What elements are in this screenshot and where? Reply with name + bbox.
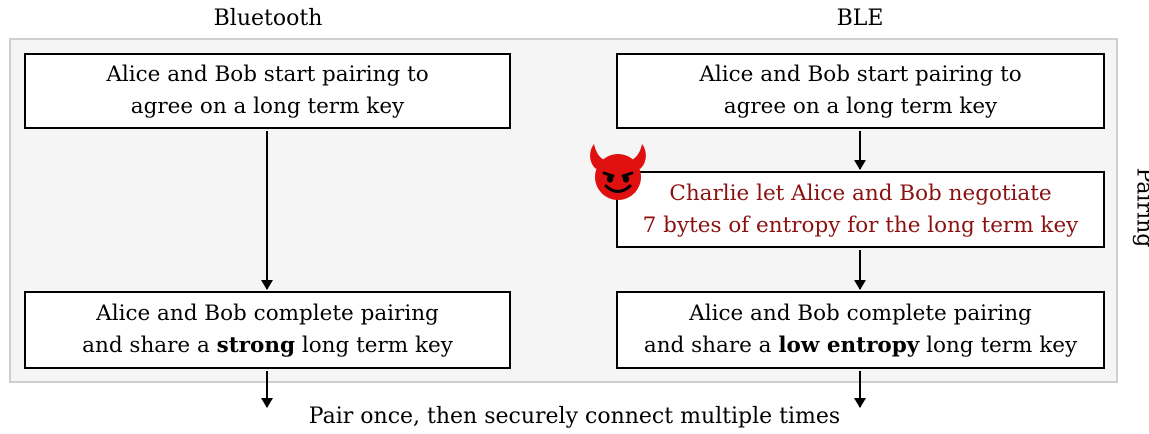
bluetooth-complete-pairing-box: Alice and Bob complete pairing and share… xyxy=(24,291,511,369)
box-line: Charlie let Alice and Bob negotiate xyxy=(669,180,1052,206)
box-line: Alice and Bob complete pairing xyxy=(96,301,439,326)
footer-caption: Pair once, then securely connect multipl… xyxy=(308,404,841,429)
box-line: agree on a long term key xyxy=(130,94,405,119)
box-line-prefix: and share a xyxy=(643,333,779,358)
box-line: 7 bytes of entropy for the long term key xyxy=(642,212,1079,238)
smiling-devil-icon xyxy=(590,144,646,200)
ble-start-pairing-box: Alice and Bob start pairing to agree on … xyxy=(616,53,1105,129)
box-line-suffix: long term key xyxy=(919,333,1078,358)
box-line-prefix: and share a xyxy=(82,333,217,358)
box-line: agree on a long term key xyxy=(723,94,998,119)
box-line: Alice and Bob start pairing to xyxy=(106,62,429,87)
ble-complete-pairing-box: Alice and Bob complete pairing and share… xyxy=(616,291,1105,369)
box-line: Alice and Bob start pairing to xyxy=(699,62,1022,87)
box-line-suffix: long term key xyxy=(294,333,453,358)
bluetooth-start-pairing-box: Alice and Bob start pairing to agree on … xyxy=(24,53,511,129)
strong-keyword: strong xyxy=(216,333,295,358)
ble-column-title: BLE xyxy=(836,6,884,31)
ble-attack-box: Charlie let Alice and Bob negotiate 7 by… xyxy=(616,171,1105,248)
low-entropy-keyword: low entropy xyxy=(778,333,920,358)
box-line: Alice and Bob complete pairing xyxy=(689,301,1032,326)
pairing-side-label: Pairing xyxy=(1131,167,1149,248)
bluetooth-column-title: Bluetooth xyxy=(213,6,323,31)
